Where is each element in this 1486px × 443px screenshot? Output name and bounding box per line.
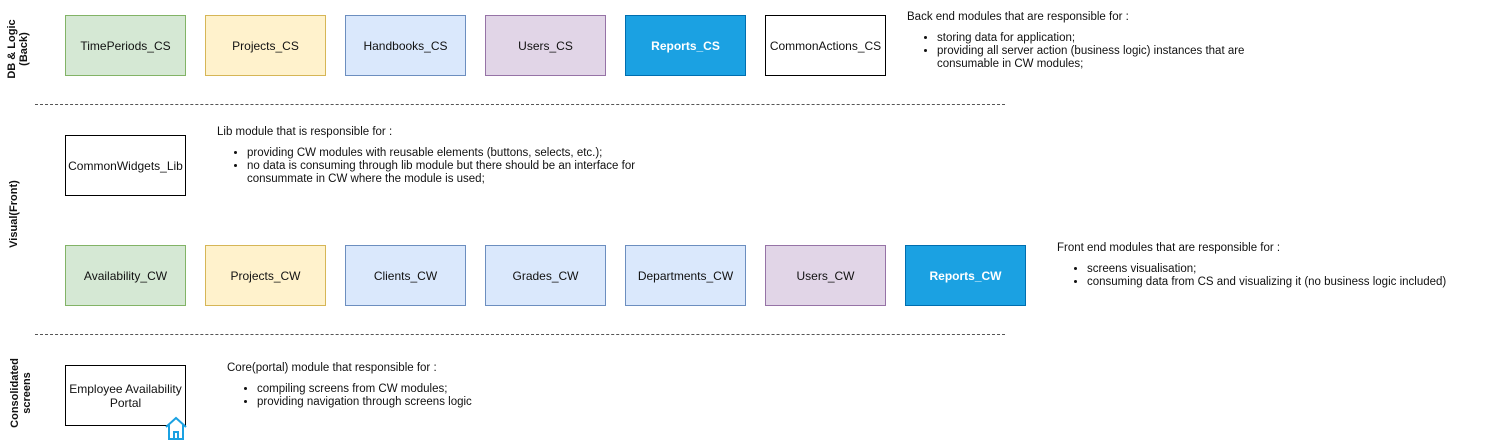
note-back-item: providing all server action (business lo… [937, 45, 1277, 71]
note-front-head: Front end modules that are responsible f… [1057, 242, 1281, 254]
module-grades-cw[interactable]: Grades_CW [485, 245, 606, 306]
module-timeperiods-cs[interactable]: TimePeriods_CS [65, 15, 186, 76]
note-front-item: screens visualisation; [1087, 263, 1482, 276]
module-clients-cw[interactable]: Clients_CW [345, 245, 466, 306]
note-portal: Core(portal) module that responsible for… [227, 362, 647, 409]
module-reports-cw[interactable]: Reports_CW [905, 245, 1026, 306]
note-portal-item: providing navigation through screens log… [257, 396, 647, 409]
module-reports-cs[interactable]: Reports_CS [625, 15, 746, 76]
module-availability-cw[interactable]: Availability_CW [65, 245, 186, 306]
note-back-list: storing data for application; providing … [907, 32, 1327, 71]
module-commonactions-cs[interactable]: CommonActions_CS [765, 15, 886, 76]
module-commonwidgets-lib[interactable]: CommonWidgets_Lib [65, 135, 186, 196]
note-portal-head: Core(portal) module that responsible for… [227, 362, 437, 374]
note-lib-item: no data is consuming through lib module … [247, 160, 647, 186]
home-icon [165, 416, 187, 440]
module-users-cs[interactable]: Users_CS [485, 15, 606, 76]
module-departments-cw[interactable]: Departments_CW [625, 245, 746, 306]
module-employee-availability-portal[interactable]: Employee Availability Portal [65, 365, 186, 426]
module-users-cw[interactable]: Users_CW [765, 245, 886, 306]
note-back-item: storing data for application; [937, 32, 1327, 45]
lane-label-back: DB & Logic (Back) [6, 19, 32, 79]
module-projects-cw[interactable]: Projects_CW [205, 245, 326, 306]
note-back: Back end modules that are responsible fo… [907, 11, 1327, 71]
lane-label-front: Visual(Front) [8, 174, 22, 254]
module-projects-cs[interactable]: Projects_CS [205, 15, 326, 76]
note-lib-list: providing CW modules with reusable eleme… [217, 147, 677, 186]
note-lib: Lib module that is responsible for : pro… [217, 126, 677, 186]
note-lib-item: providing CW modules with reusable eleme… [247, 147, 677, 160]
note-lib-head: Lib module that is responsible for : [217, 126, 393, 138]
lane-label-screens: Consolidated screens [9, 358, 35, 428]
module-handbooks-cs[interactable]: Handbooks_CS [345, 15, 466, 76]
lane-label-back-text: DB & Logic (Back) [6, 19, 30, 79]
lane-label-screens-text: Consolidated screens [9, 358, 33, 428]
lane-divider-back-front [35, 104, 1005, 105]
note-portal-list: compiling screens from CW modules; provi… [227, 383, 647, 409]
note-front-list: screens visualisation; consuming data fr… [1057, 263, 1482, 289]
note-front: Front end modules that are responsible f… [1057, 242, 1482, 289]
note-portal-item: compiling screens from CW modules; [257, 383, 647, 396]
note-front-item: consuming data from CS and visualizing i… [1087, 276, 1482, 289]
lane-label-front-text: Visual(Front) [8, 180, 20, 248]
note-back-head: Back end modules that are responsible fo… [907, 11, 1129, 23]
lane-divider-front-screens [35, 334, 1005, 335]
